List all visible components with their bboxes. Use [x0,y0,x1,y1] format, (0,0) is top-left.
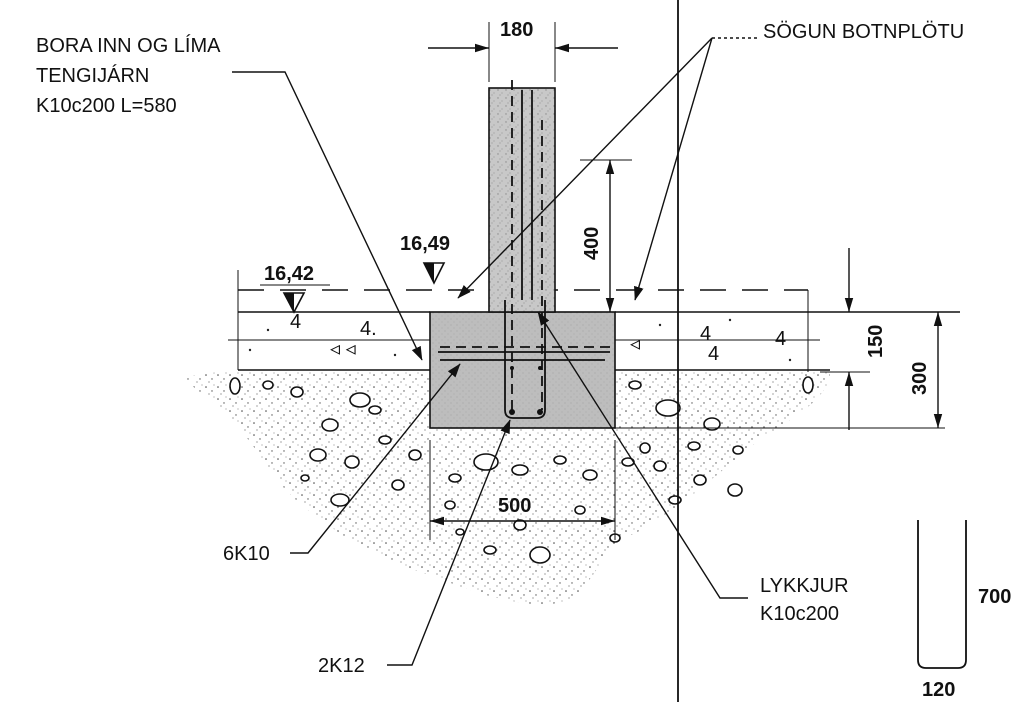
svg-text:4: 4 [708,343,719,365]
floor-slab: 4 4. ◃ ◃ 4 4 4 ◃ [228,270,960,429]
label-tengijarn: TENGIJÁRN [36,64,149,87]
level-16-42: 16,42 [264,263,314,285]
rebar [438,80,610,419]
dim-700: 700 [978,586,1011,608]
dim-400: 400 [581,227,603,260]
label-bora-inn: BORA INN OG LÍMA [36,34,221,57]
label-lykkjur: LYKKJUR [760,575,849,597]
svg-text:4: 4 [700,323,711,345]
svg-text:◃ ◃: ◃ ◃ [330,338,356,360]
label-k10c200: K10c200 [760,603,839,625]
dimension-wall-width: 180 [428,19,618,82]
level-marker-left: 16,42 [260,263,330,314]
dimension-500: 500 [429,440,616,540]
dim-120: 120 [922,679,955,701]
dimension-400: 400 [580,159,632,312]
loop-bar-detail: 700 120 [917,520,1011,701]
svg-text:4.: 4. [360,318,377,340]
label-6k10: 6K10 [223,543,270,565]
level-marker-center: 16,49 [400,233,450,285]
dimension-300: 300 [909,312,943,428]
label-2k12: 2K12 [318,655,365,677]
dimension-150: 150 [820,248,887,430]
label-k10c200-l580: K10c200 L=580 [36,95,177,117]
leader-lines [232,37,758,666]
dim-500: 500 [498,495,531,517]
svg-text:4: 4 [775,328,786,350]
dim-300: 300 [909,362,931,395]
svg-text:4: 4 [290,311,301,333]
soil-gravel-fill [185,370,830,605]
dim-150: 150 [865,325,887,358]
svg-text:◃: ◃ [630,333,640,355]
footing [429,311,616,429]
dim-180: 180 [500,19,533,41]
label-sogun-botnplotu: SÖGUN BOTNPLÖTU [763,21,964,43]
level-16-49: 16,49 [400,233,450,255]
